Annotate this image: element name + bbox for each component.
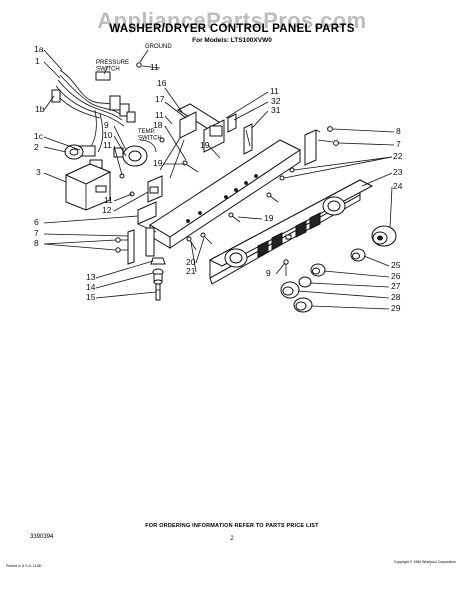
diagram-subtitle: For Models: LTS100XVW0	[192, 37, 272, 44]
part-label-12: 12	[102, 205, 112, 215]
clip-bracket	[227, 113, 253, 155]
knob-large	[371, 225, 397, 247]
part-label-22: 22	[393, 151, 403, 161]
wire-harness	[51, 69, 136, 169]
part-label-11-d: 11	[104, 195, 113, 205]
leader-lines	[43, 49, 395, 310]
part-label-18: 18	[153, 120, 163, 130]
part-label-11-b: 11	[155, 110, 164, 120]
upper-bracket	[159, 103, 225, 179]
part-label-15: 15	[86, 292, 96, 302]
part-label-19-c: 19	[264, 213, 274, 223]
part-label-20: 20	[186, 257, 196, 267]
part-label-28: 28	[391, 292, 401, 302]
part-label-26: 26	[391, 271, 401, 281]
part-label-7-left: 7	[34, 228, 39, 238]
part-label-11-c: 11	[103, 140, 112, 150]
fine-print-right: Copyright © 1980 Whirlpool Corporation	[394, 560, 456, 564]
page-number: 2	[230, 536, 234, 542]
fine-print-left: Printed in U.S.A. 11/80	[6, 564, 41, 568]
document-number: 3390394	[30, 534, 54, 540]
watermark: AppliancePartsPros.com	[97, 8, 366, 33]
right-hardware	[279, 126, 339, 181]
part-label-16: 16	[157, 78, 167, 88]
part-label-10: 10	[103, 130, 113, 140]
part-label-6: 6	[34, 217, 39, 227]
part-label-29: 29	[391, 303, 401, 313]
footer-ordering-note: FOR ORDERING INFORMATION REFER TO PARTS …	[145, 523, 319, 529]
part-label-7-right: 7	[396, 139, 401, 149]
part-label-1a: 1a	[34, 44, 44, 54]
part-label-24: 24	[393, 181, 403, 191]
ground-label: GROUND	[145, 44, 172, 50]
part-label-27: 27	[391, 281, 401, 291]
part-label-25: 25	[391, 260, 401, 270]
part-label-1: 1	[35, 56, 40, 66]
part-label-8-right: 8	[396, 126, 401, 136]
left-vertical-parts	[115, 227, 155, 265]
frame-screws	[182, 160, 279, 251]
part-label-23: 23	[393, 167, 403, 177]
diagram-title: WASHER/DRYER CONTROL PANEL PARTS	[109, 23, 354, 35]
part-label-14: 14	[86, 282, 96, 292]
switch-box	[64, 144, 112, 211]
part-label-1c: 1c	[34, 131, 44, 141]
part-label-2: 2	[34, 142, 39, 152]
part-label-17: 17	[155, 94, 165, 104]
lower-knobs	[280, 259, 326, 313]
temp-switch	[113, 139, 157, 167]
part-number-labels: 1a 1 1b 1c 2 3 6 7 8 11 16 17 11 18 9 10…	[34, 44, 403, 313]
temp-switch-label: TEMP.SWITCH	[138, 129, 162, 142]
part-label-3: 3	[36, 167, 41, 177]
part-label-9-a: 9	[104, 120, 109, 130]
part-label-21: 21	[186, 266, 196, 276]
bolt-stack	[150, 257, 166, 301]
part-label-8-left: 8	[34, 238, 39, 248]
part-label-31: 31	[271, 105, 281, 115]
control-panel-frame	[149, 139, 301, 249]
console-panel	[208, 179, 374, 285]
part-label-13: 13	[86, 272, 96, 282]
part-label-19-b: 19	[153, 158, 163, 168]
part-label-32: 32	[271, 96, 281, 106]
part-label-1b: 1b	[35, 104, 45, 114]
part-label-19-a: 19	[200, 140, 210, 150]
part-label-11-e: 11	[270, 86, 279, 96]
knob-small	[350, 248, 366, 262]
part-label-9-b: 9	[266, 268, 271, 278]
